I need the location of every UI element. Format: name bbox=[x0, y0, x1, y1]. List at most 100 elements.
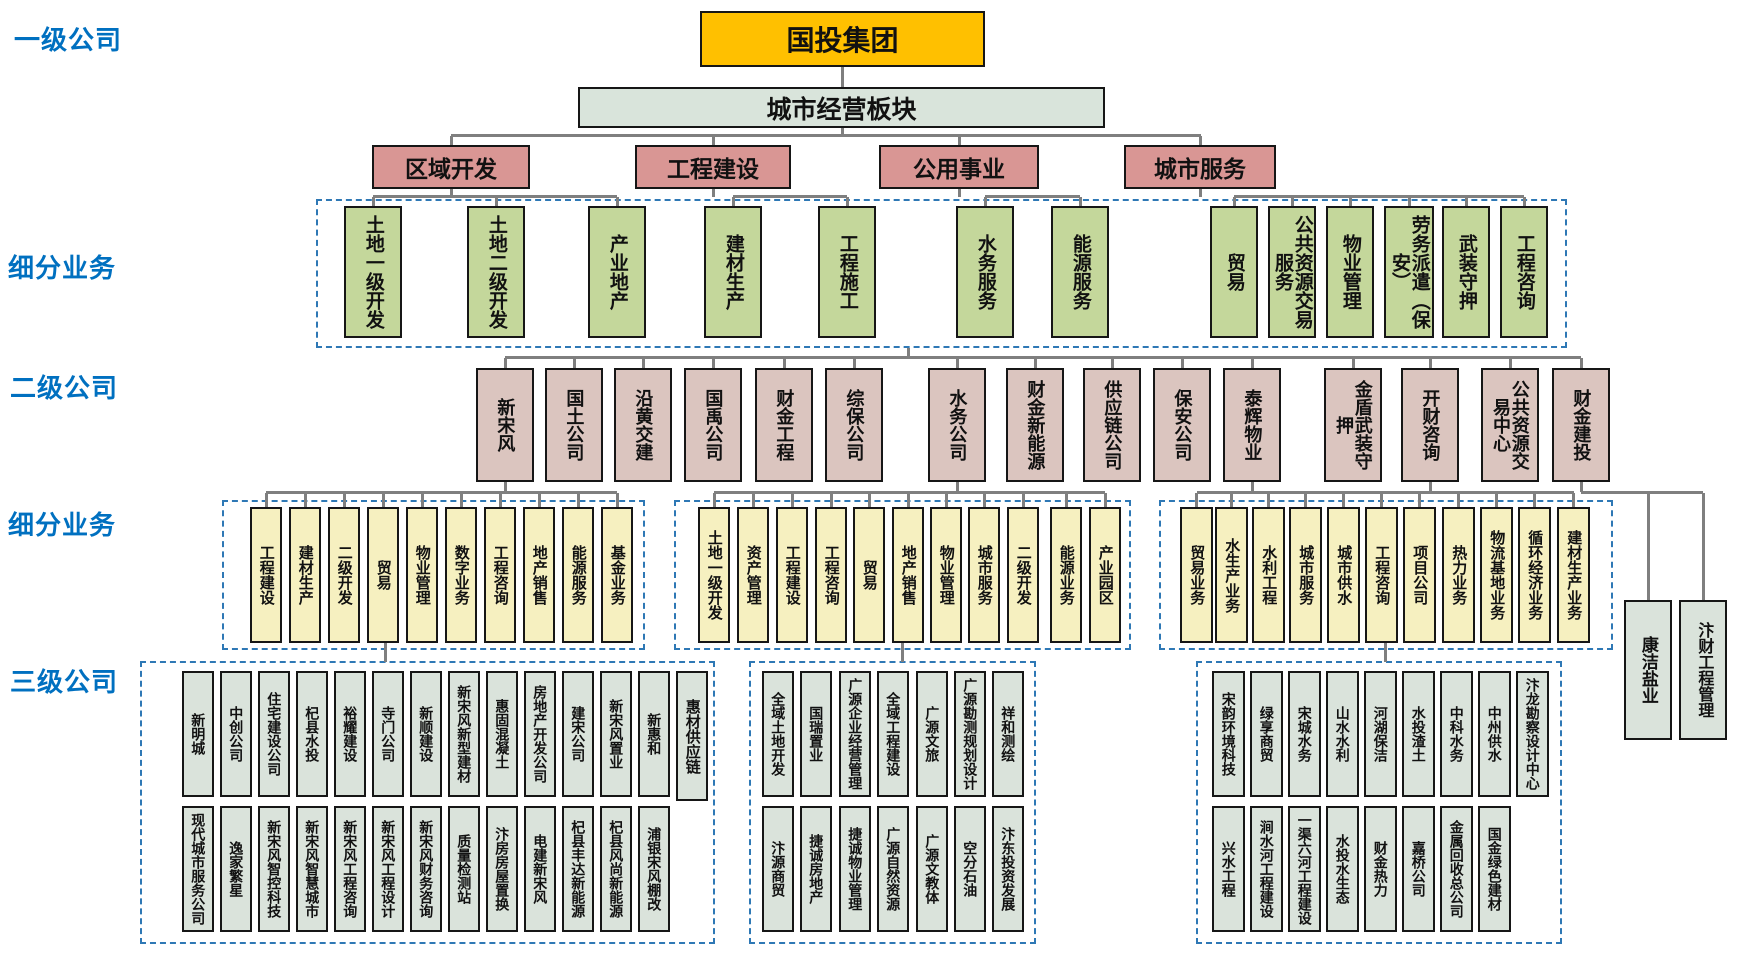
node-segment-l2: 贸易 bbox=[367, 507, 399, 643]
node-segment-l2: 城市供水 bbox=[1327, 507, 1360, 643]
connector-line bbox=[782, 358, 786, 368]
connector-line bbox=[829, 493, 833, 507]
node-company-l3: 新明城 bbox=[182, 671, 214, 797]
node-company-l3: 汴东投资发展 bbox=[992, 806, 1024, 932]
node-segment-l2: 城市服务 bbox=[968, 507, 1000, 643]
node-company-l2: 泰辉物业 bbox=[1223, 368, 1281, 482]
connector-line bbox=[1230, 493, 1233, 507]
node-company-l3: 新惠和 bbox=[638, 671, 670, 797]
connector-line bbox=[266, 491, 617, 494]
node-company-l3: 浦银宋风棚改 bbox=[638, 806, 670, 932]
connector-line bbox=[342, 493, 346, 507]
node-company-l3: 逸家繁星 bbox=[220, 806, 252, 932]
connector-line bbox=[983, 197, 987, 206]
node-company-l2: 沿黄交建 bbox=[614, 368, 672, 482]
node-segment-l1: 物业管理 bbox=[1326, 206, 1374, 338]
node-category: 工程建设 bbox=[635, 145, 791, 189]
connector-line bbox=[1380, 493, 1383, 507]
node-company-l3: 国瑞置业 bbox=[800, 671, 832, 797]
connector-line bbox=[1646, 493, 1650, 600]
node-segment-l2: 城市服务 bbox=[1289, 507, 1322, 643]
connector-line bbox=[1078, 197, 1082, 206]
node-company-l2: 财金新能源 bbox=[1006, 368, 1064, 482]
connector-line bbox=[459, 493, 463, 507]
node-company-l3: 捷诚房地产 bbox=[800, 806, 832, 932]
connector-line bbox=[1267, 493, 1270, 507]
connector-line bbox=[1250, 358, 1254, 368]
connector-line bbox=[1579, 358, 1583, 368]
connector-line bbox=[420, 493, 424, 507]
node-company-l3: 兴水工程 bbox=[1212, 806, 1245, 932]
group-border bbox=[316, 199, 1567, 348]
node-segment-l1: 土地二级开发 bbox=[467, 206, 525, 338]
connector-line bbox=[711, 136, 715, 145]
group-border bbox=[222, 500, 645, 650]
node-company-l2: 综保公司 bbox=[825, 368, 883, 482]
node-segment-l2: 水生产业务 bbox=[1215, 507, 1248, 643]
connector-line bbox=[615, 493, 619, 507]
node-company-l3: 康洁盐业 bbox=[1624, 600, 1672, 740]
node-company-l2: 水务公司 bbox=[928, 368, 986, 482]
group-border bbox=[140, 661, 715, 944]
node-company-l3: 宋韵环境科技 bbox=[1212, 671, 1245, 797]
connector-line bbox=[1572, 493, 1575, 507]
node-company-l3: 广源自然资源 bbox=[877, 806, 909, 932]
node-company-l3: 杞县风尚新能源 bbox=[600, 806, 632, 932]
connector-line bbox=[373, 195, 617, 198]
connector-line bbox=[982, 493, 986, 507]
node-company-l3: 住宅建设公司 bbox=[258, 671, 290, 797]
connector-line bbox=[1457, 493, 1460, 507]
connector-line bbox=[845, 197, 849, 206]
connector-line bbox=[1418, 493, 1421, 507]
connector-line bbox=[1021, 493, 1025, 507]
node-company-l3: 电建新宋风 bbox=[524, 806, 556, 932]
connector-line bbox=[449, 189, 453, 197]
node-segment-l1: 武装守押 bbox=[1442, 206, 1490, 338]
row-label-level1-company: 一级公司 bbox=[14, 25, 123, 55]
node-segment-l2: 项目公司 bbox=[1403, 507, 1436, 643]
connector-line bbox=[1428, 482, 1432, 493]
node-segment-l2: 二级开发 bbox=[1007, 507, 1039, 643]
node-segment-l1: 工程咨询 bbox=[1500, 206, 1548, 338]
connector-line bbox=[303, 493, 307, 507]
connector-line bbox=[1495, 493, 1498, 507]
connector-line bbox=[1508, 358, 1512, 368]
node-company-l3: 祥和测绘 bbox=[992, 671, 1024, 797]
connector-line bbox=[731, 197, 735, 206]
node-segment-l2: 贸易业务 bbox=[1180, 507, 1213, 643]
connector-line bbox=[1250, 482, 1254, 493]
node-segment-l1: 贸易 bbox=[1210, 206, 1258, 338]
node-segment-l2: 物流基地业务 bbox=[1480, 507, 1513, 643]
group-border bbox=[1159, 500, 1613, 650]
node-company-l3: 新顺建设 bbox=[410, 671, 442, 797]
row-label-sub-business-2: 细分业务 bbox=[8, 510, 117, 540]
node-segment-l2: 工程咨询 bbox=[1365, 507, 1398, 643]
group-border bbox=[1196, 661, 1562, 944]
node-company-l2: 公共资源交易中心 bbox=[1481, 368, 1539, 482]
connector-line bbox=[572, 358, 576, 368]
node-segment-l2: 水利工程 bbox=[1252, 507, 1285, 643]
node-segment-l2: 建材生产业务 bbox=[1557, 507, 1590, 643]
connector-line bbox=[790, 493, 794, 507]
connector-line bbox=[840, 67, 844, 87]
connector-line bbox=[1579, 482, 1583, 492]
node-segment-l2: 物业管理 bbox=[406, 507, 438, 643]
node-segment-l2: 工程咨询 bbox=[484, 507, 516, 643]
node-company-l3: 新宋风财务咨询 bbox=[410, 806, 442, 932]
connector-line bbox=[383, 643, 387, 662]
connector-line bbox=[751, 493, 755, 507]
row-label-sub-business-1: 细分业务 bbox=[8, 253, 117, 283]
connector-line bbox=[264, 493, 268, 507]
node-segment-l2: 资产管理 bbox=[737, 507, 769, 643]
connector-line bbox=[1103, 493, 1107, 507]
node-company-l2: 开财咨询 bbox=[1401, 368, 1459, 482]
connector-line bbox=[714, 491, 1105, 494]
connector-line bbox=[1428, 358, 1432, 368]
node-company-l3: 杞县丰达新能源 bbox=[562, 806, 594, 932]
connector-line bbox=[1522, 197, 1526, 206]
node-segment-l1: 水务服务 bbox=[956, 206, 1014, 338]
node-company-l3: 全域土地开发 bbox=[762, 671, 794, 797]
node-company-l3: 汴财工程管理 bbox=[1679, 600, 1727, 740]
connector-line bbox=[451, 134, 1201, 137]
